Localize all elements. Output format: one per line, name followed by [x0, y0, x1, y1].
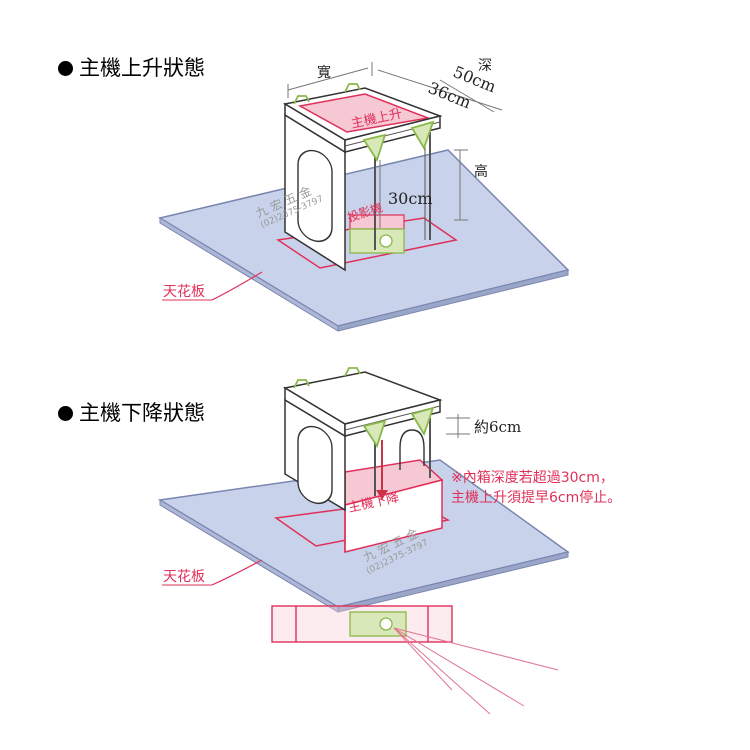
projector — [349, 228, 405, 254]
bullet-dot — [58, 61, 73, 76]
note-line-1: ※內箱深度若超過30cm， — [451, 470, 614, 486]
lowered-scene: 約6cm ※內箱深度若超過30cm， 主機上升須提早6cm停止。 主機下降 九 … — [157, 367, 621, 715]
dim-inner-height: 30cm — [388, 189, 433, 208]
projector-lens-icon — [379, 617, 393, 631]
ceiling-plate-edge — [159, 499, 339, 613]
ceiling-plate-edge — [159, 217, 339, 332]
ceiling-label: 天花板 — [163, 284, 205, 300]
section-title-raised: 主機上升狀態 — [58, 52, 205, 82]
dim-height-label: 高 — [474, 163, 488, 180]
host-top-red — [297, 93, 431, 133]
raised-scene: 寬 深 50cm 36cm 高 30cm 主機上升 投影機 九 宏 五 金 (0… — [158, 58, 570, 332]
projector — [349, 611, 407, 637]
bracket-icon — [293, 83, 435, 163]
note-line-2: 主機上升須提早6cm停止。 — [451, 489, 621, 506]
dim-width-label: 寬 — [317, 64, 331, 81]
projection-beams — [393, 627, 559, 715]
gap-dimension — [446, 414, 470, 438]
ceiling-leader-line — [211, 271, 263, 301]
bracket-icon — [293, 367, 435, 449]
gap-label: 約6cm — [474, 418, 521, 436]
dimension-lines — [287, 62, 503, 228]
box-left-window — [297, 425, 333, 505]
lowering-arrow-head — [376, 490, 388, 500]
bullet-dot — [58, 406, 73, 421]
section-title-lowered: 主機下降狀態 — [58, 397, 205, 427]
projector-lens-icon — [379, 234, 393, 248]
ceiling-leader-line — [211, 559, 263, 586]
box-left-window — [297, 149, 333, 243]
ceiling-label: 天花板 — [163, 569, 205, 585]
box-right-window — [399, 429, 425, 470]
dim-depth-label: 深 — [478, 58, 492, 74]
